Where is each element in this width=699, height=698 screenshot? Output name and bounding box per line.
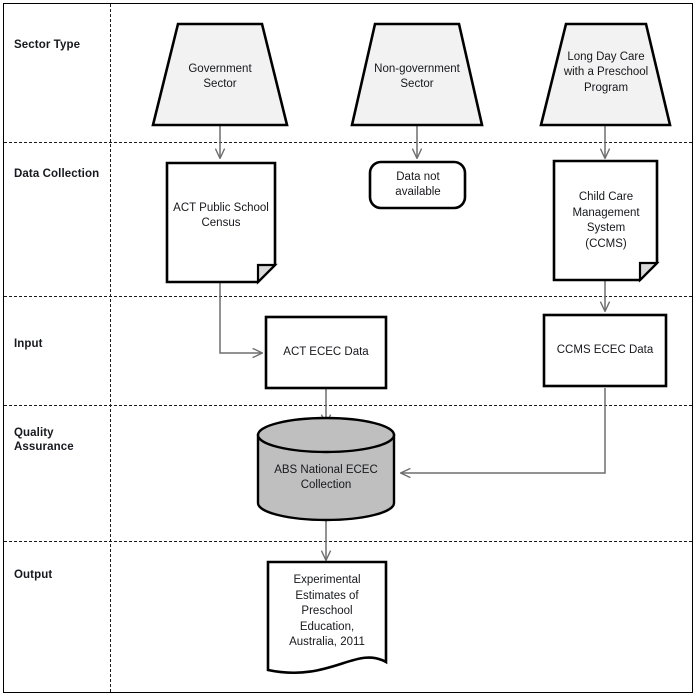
label-long-day-care: Long Day Care with a Preschool Program <box>563 50 649 94</box>
row-label-quality-assurance: Quality Assurance <box>14 427 74 453</box>
label-non-government-sector: Non-government Sector <box>374 62 460 91</box>
row-label-sector-type: Sector Type <box>14 39 81 51</box>
label-abs-national-ecec-collection: ABS National ECEC Collection <box>274 463 378 492</box>
row-label-data-collection: Data Collection <box>14 168 100 180</box>
diagram-border <box>3 3 693 693</box>
node-ccms-ecec-data[interactable] <box>544 315 666 386</box>
lane-divider-sector-data <box>4 142 692 143</box>
label-ccms: Child Care Management System (CCMS) <box>572 191 640 250</box>
node-act-ecec-data[interactable] <box>266 317 386 388</box>
label-act-ecec-data: ACT ECEC Data <box>283 346 369 359</box>
node-non-government-sector[interactable] <box>352 24 482 125</box>
node-ccms[interactable] <box>554 161 657 280</box>
node-act-public-school-census[interactable] <box>167 163 275 282</box>
node-long-day-care[interactable] <box>541 24 670 125</box>
node-government-sector[interactable] <box>153 24 287 125</box>
label-experimental-estimates: Experimental Estimates of Preschool Educ… <box>289 574 365 649</box>
node-data-not-available[interactable] <box>370 162 465 208</box>
label-data-not-available: Data not available <box>395 170 441 199</box>
label-ccms-ecec-data: CCMS ECEC Data <box>556 344 654 357</box>
lane-divider-input-qa <box>4 405 692 406</box>
row-label-output: Output <box>14 569 53 581</box>
node-experimental-estimates[interactable] <box>268 562 386 677</box>
node-abs-national-ecec-collection[interactable] <box>258 418 394 520</box>
label-act-public-school-census: ACT Public School Census <box>173 201 269 230</box>
label-government-sector: Government Sector <box>188 62 252 91</box>
lane-divider-qa-output <box>4 541 692 542</box>
row-label-input: Input <box>14 338 43 350</box>
lane-divider-data-input <box>4 296 692 297</box>
lane-divider-vertical <box>110 4 111 692</box>
